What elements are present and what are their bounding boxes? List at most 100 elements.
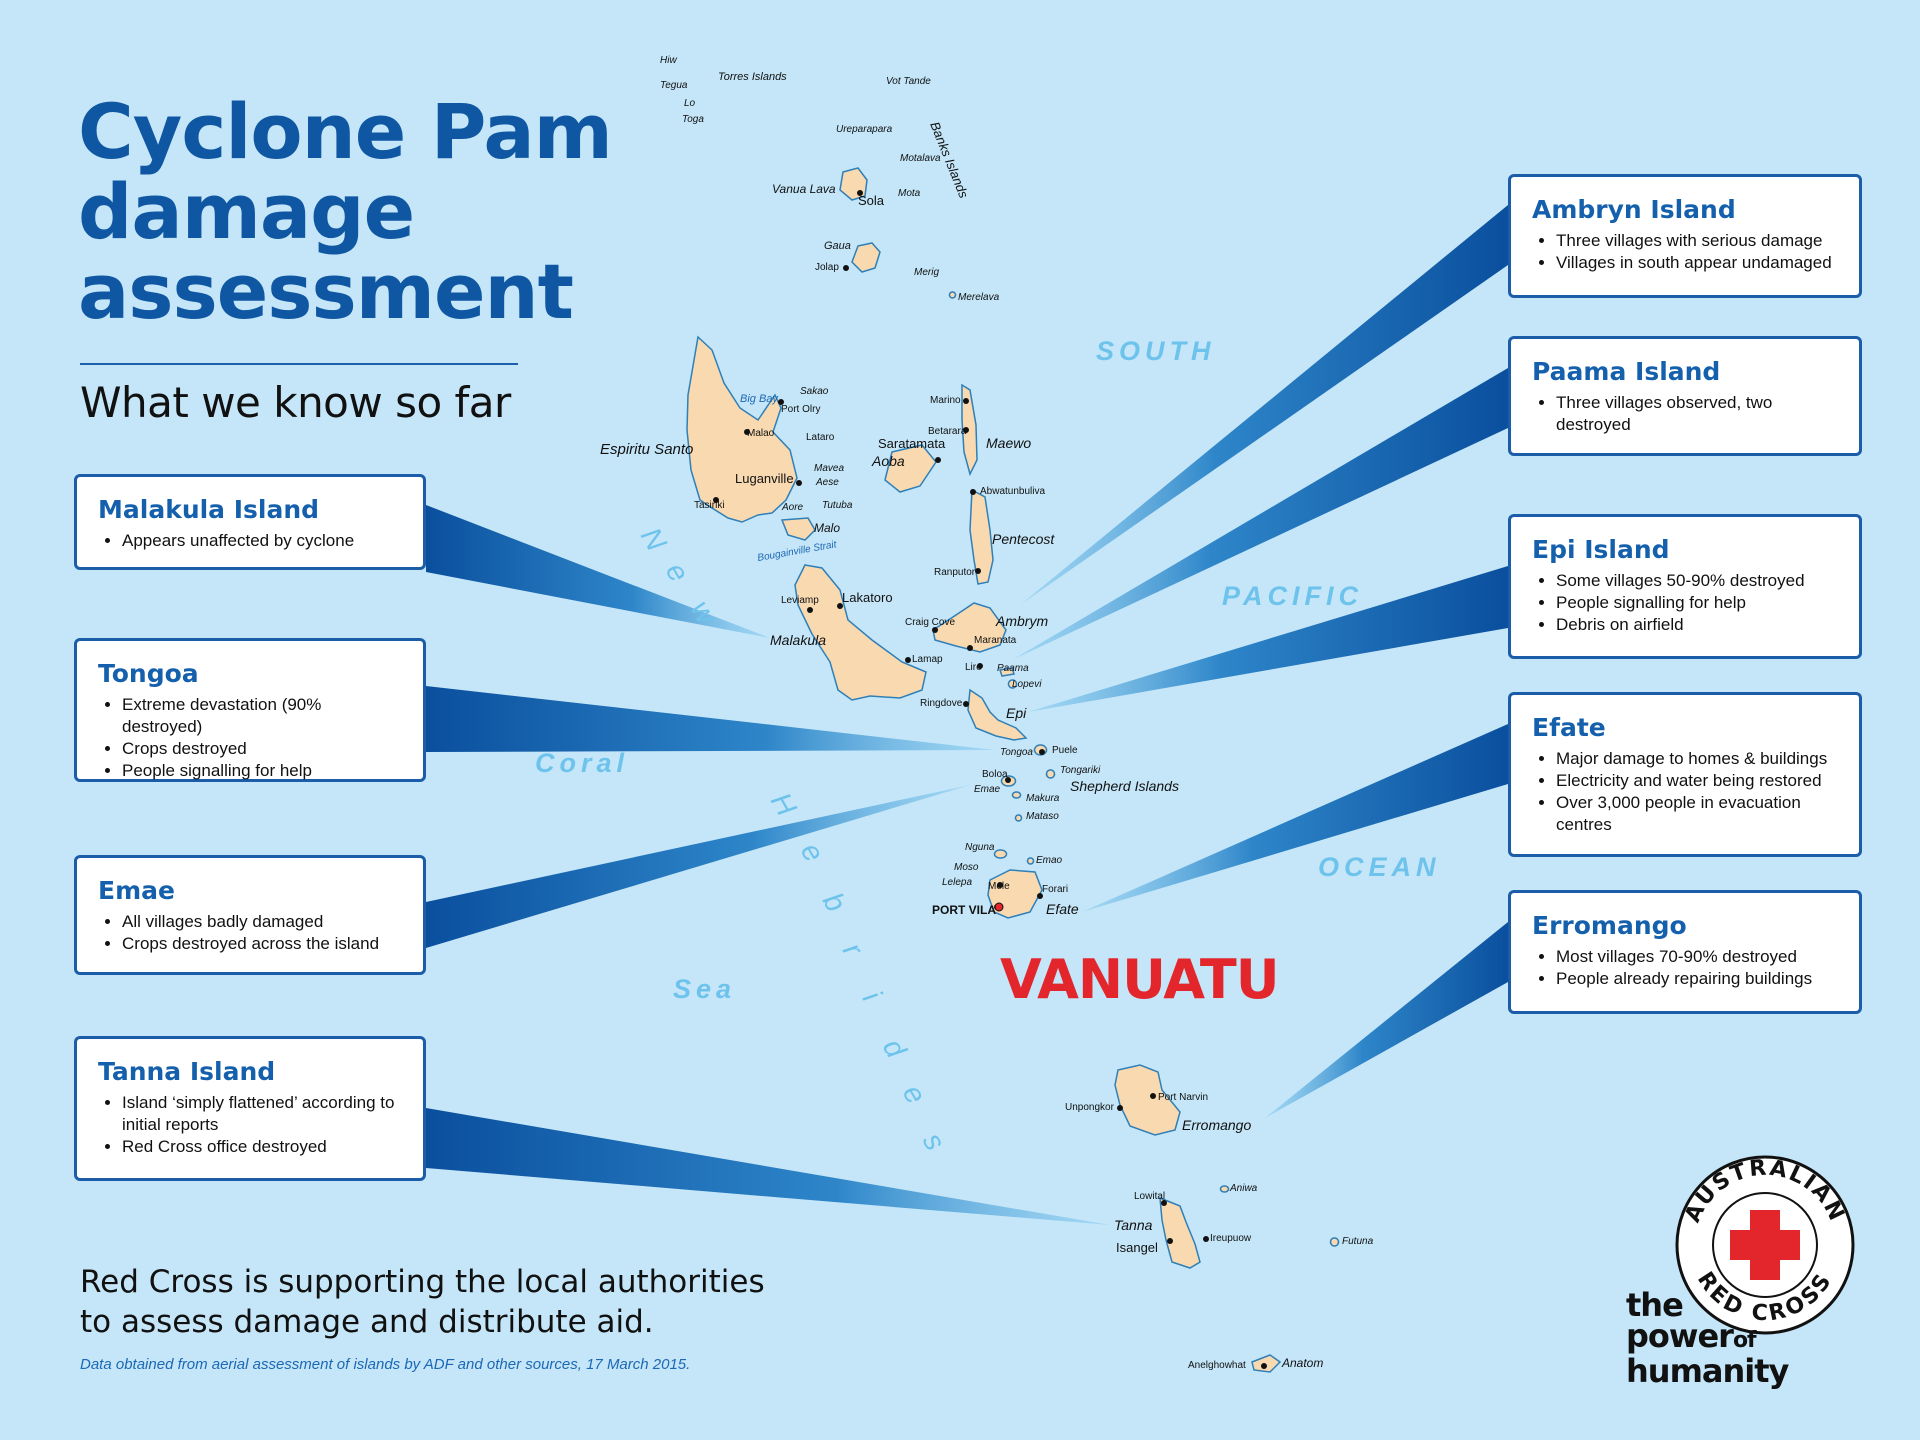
island-label-merig: Merig (914, 267, 939, 278)
sea-label-letter: i (856, 986, 888, 1009)
callout-beams (426, 205, 1508, 1225)
panel-list: Extreme devastation (90% destroyed)Crops… (98, 694, 403, 782)
place-dot (1167, 1238, 1173, 1244)
place-port-vila: PORT VILA (932, 903, 996, 917)
country-label: VANUATU (1000, 948, 1280, 1011)
ocean-label-pacific: PACIFIC (1222, 581, 1363, 611)
callout-beam-erromango (1265, 922, 1508, 1118)
place-lakatoro: Lakatoro (842, 590, 893, 605)
island-label-lopevi: Lopevi (1012, 679, 1042, 690)
place-dot (975, 568, 981, 574)
place-isangel: Isangel (1116, 1240, 1158, 1255)
panel-erromango: ErromangoMost villages 70-90% destroyedP… (1508, 890, 1862, 1014)
place-abwatunbuliva: Abwatunbuliva (980, 486, 1045, 497)
title-line: Cyclone Pam (78, 87, 613, 176)
panel-list: Some villages 50-90% destroyedPeople sig… (1532, 570, 1839, 636)
island-maewo (961, 383, 978, 477)
island-label-malakula: Malakula (770, 632, 826, 648)
sea-label-letter: s (916, 1128, 951, 1157)
panel-bullet: Appears unaffected by cyclone (122, 530, 403, 552)
panel-bullet: Electricity and water being restored (1556, 770, 1839, 792)
callout-beam-emae (426, 785, 970, 948)
panel-bullet: Over 3,000 people in evacuation centres (1556, 792, 1839, 836)
panel-title: Malakula Island (98, 495, 320, 524)
island-label-mota: Mota (898, 188, 921, 199)
place-craig-cove: Craig Cove (905, 617, 955, 628)
island-futuna (1329, 1237, 1340, 1247)
island-paama (999, 667, 1015, 677)
place-dot (963, 427, 969, 433)
source-note: Data obtained from aerial assessment of … (80, 1356, 691, 1373)
panel-bullet: Three villages with serious damage (1556, 230, 1839, 252)
footer-statement: Red Cross is supporting the local author… (80, 1262, 800, 1342)
tagline-word: the (1626, 1286, 1684, 1324)
island-label-motalava: Motalava (900, 153, 941, 164)
callout-beam-paama (1012, 368, 1508, 660)
place-port-olry: Port Olry (781, 404, 820, 415)
island-mataso (1014, 814, 1023, 822)
place-sola: Sola (858, 193, 885, 208)
island-label-mavea: Mavea (814, 463, 844, 474)
panel-list: Appears unaffected by cyclone (98, 530, 403, 552)
island-label-lo: Lo (684, 98, 696, 109)
ocean-label-south: SOUTH (1096, 336, 1216, 366)
island-label-hiw: Hiw (660, 55, 677, 66)
place-dot (1117, 1105, 1123, 1111)
place-dot (932, 627, 938, 633)
panel-list: Three villages with serious damageVillag… (1532, 230, 1839, 274)
island-epi (967, 688, 1028, 741)
panel-bullet: Most villages 70-90% destroyed (1556, 946, 1839, 968)
place-dot (857, 190, 863, 196)
place-dot (796, 480, 802, 486)
place-ireupuow: Ireupuow (1210, 1233, 1252, 1244)
footer-line: Red Cross is supporting the local author… (80, 1264, 765, 1300)
island-label-pentecost: Pentecost (992, 531, 1055, 547)
tagline-word: power (1626, 1317, 1734, 1355)
island-makura (1011, 791, 1022, 799)
island-label-ambrym: Ambrym (995, 613, 1048, 629)
island-label-futuna: Futuna (1342, 1236, 1374, 1247)
panel-bullet: People signalling for help (122, 760, 403, 782)
island-label-gaua: Gaua (824, 240, 851, 252)
place-dot (963, 701, 969, 707)
callout-beam-efate (1082, 724, 1508, 912)
place-tasiriki: Tasiriki (694, 500, 725, 511)
island-label-aore: Aore (781, 502, 804, 513)
subtitle: What we know so far (80, 378, 511, 427)
place-dot (713, 497, 719, 503)
place-dot (807, 607, 813, 613)
panel-bullet: Crops destroyed across the island (122, 933, 403, 955)
place-lamap: Lamap (912, 654, 943, 665)
ocean-label-sea: Sea (673, 974, 736, 1004)
place-liro: Liro (965, 662, 982, 673)
island-label-toga: Toga (682, 114, 704, 125)
island-label-aoba: Aoba (871, 453, 905, 469)
island-shapes (686, 167, 1340, 1373)
title-line: damage (78, 167, 415, 256)
panel-tanna-island: Tanna IslandIsland ‘simply flattened’ ac… (74, 1036, 426, 1181)
place-puele: Puele (1052, 745, 1078, 756)
place-dot (1037, 893, 1043, 899)
island-aniwa (1219, 1185, 1230, 1193)
panel-list: Three villages observed, two destroyed (1532, 392, 1839, 436)
panel-bullet: Crops destroyed (122, 738, 403, 760)
place-dot (1161, 1200, 1167, 1206)
panel-bullet: All villages badly damaged (122, 911, 403, 933)
place-maranata: Maranata (974, 635, 1017, 646)
ocean-label-coral: Coral (535, 748, 629, 778)
sea-label-letter: H (764, 788, 802, 822)
place-port-narvin: Port Narvin (1158, 1092, 1208, 1103)
sea-label-letter: e (794, 838, 830, 868)
island-label-epi: Epi (1006, 705, 1027, 721)
panel-bullet: People signalling for help (1556, 592, 1839, 614)
island-lopevi (1007, 679, 1018, 689)
place-ringdove: Ringdove (920, 698, 963, 709)
red-cross-icon (1730, 1210, 1800, 1280)
island-label-espiritu-santo: Espiritu Santo (600, 441, 693, 458)
place-dot (837, 603, 843, 609)
island-emao (1026, 857, 1035, 865)
callout-beam-tongoa (426, 686, 995, 752)
place-jolap: Jolap (815, 262, 839, 273)
